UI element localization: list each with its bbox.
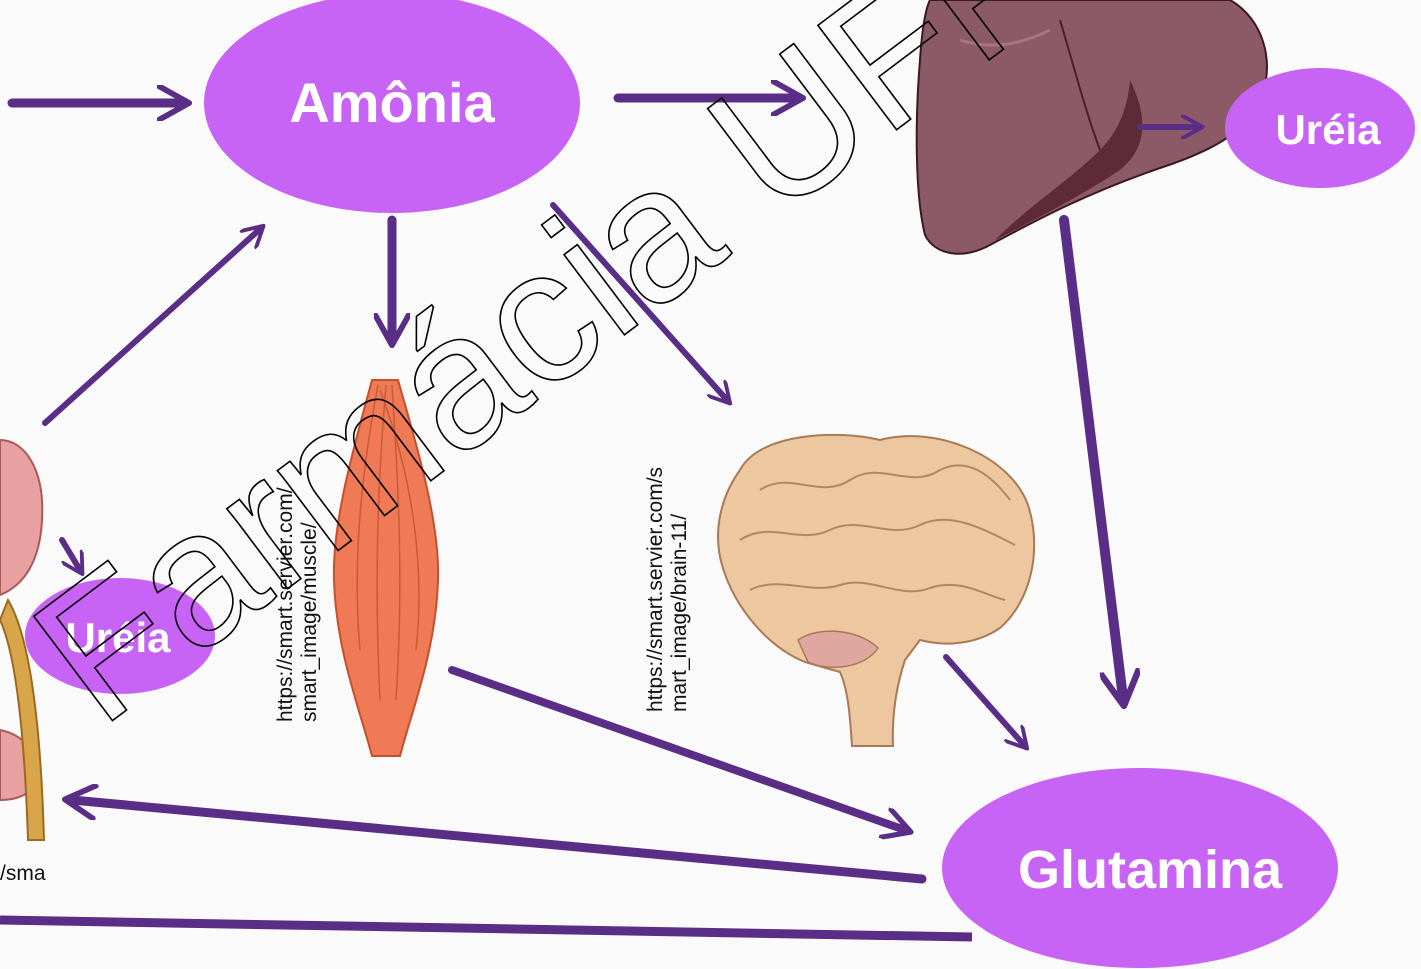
node-amonia: Amônia (204, 0, 580, 213)
connector-bottom (0, 920, 972, 937)
arrow-liver-to-glutamina (1064, 220, 1123, 698)
arrow-glutamina-to-kidney (72, 800, 922, 879)
credit-kidney: /sma (0, 862, 46, 885)
node-ureia-liver-label: Uréia (1275, 106, 1381, 153)
node-glutamina: Glutamina (942, 768, 1338, 968)
node-glutamina-label: Glutamina (1018, 840, 1283, 900)
credit-brain: https://smart.servier.com/s mart_image/b… (644, 467, 691, 712)
node-ureia-liver: Uréia (1225, 68, 1415, 188)
arrow-brain-to-glutamina (946, 657, 1024, 745)
credit-brain-line2: mart_image/brain-11/ (668, 514, 691, 712)
node-amonia-label: Amônia (289, 71, 495, 134)
arrow-kidney-to-amonia (45, 229, 260, 423)
credit-brain-line1: https://smart.servier.com/s (644, 467, 667, 712)
